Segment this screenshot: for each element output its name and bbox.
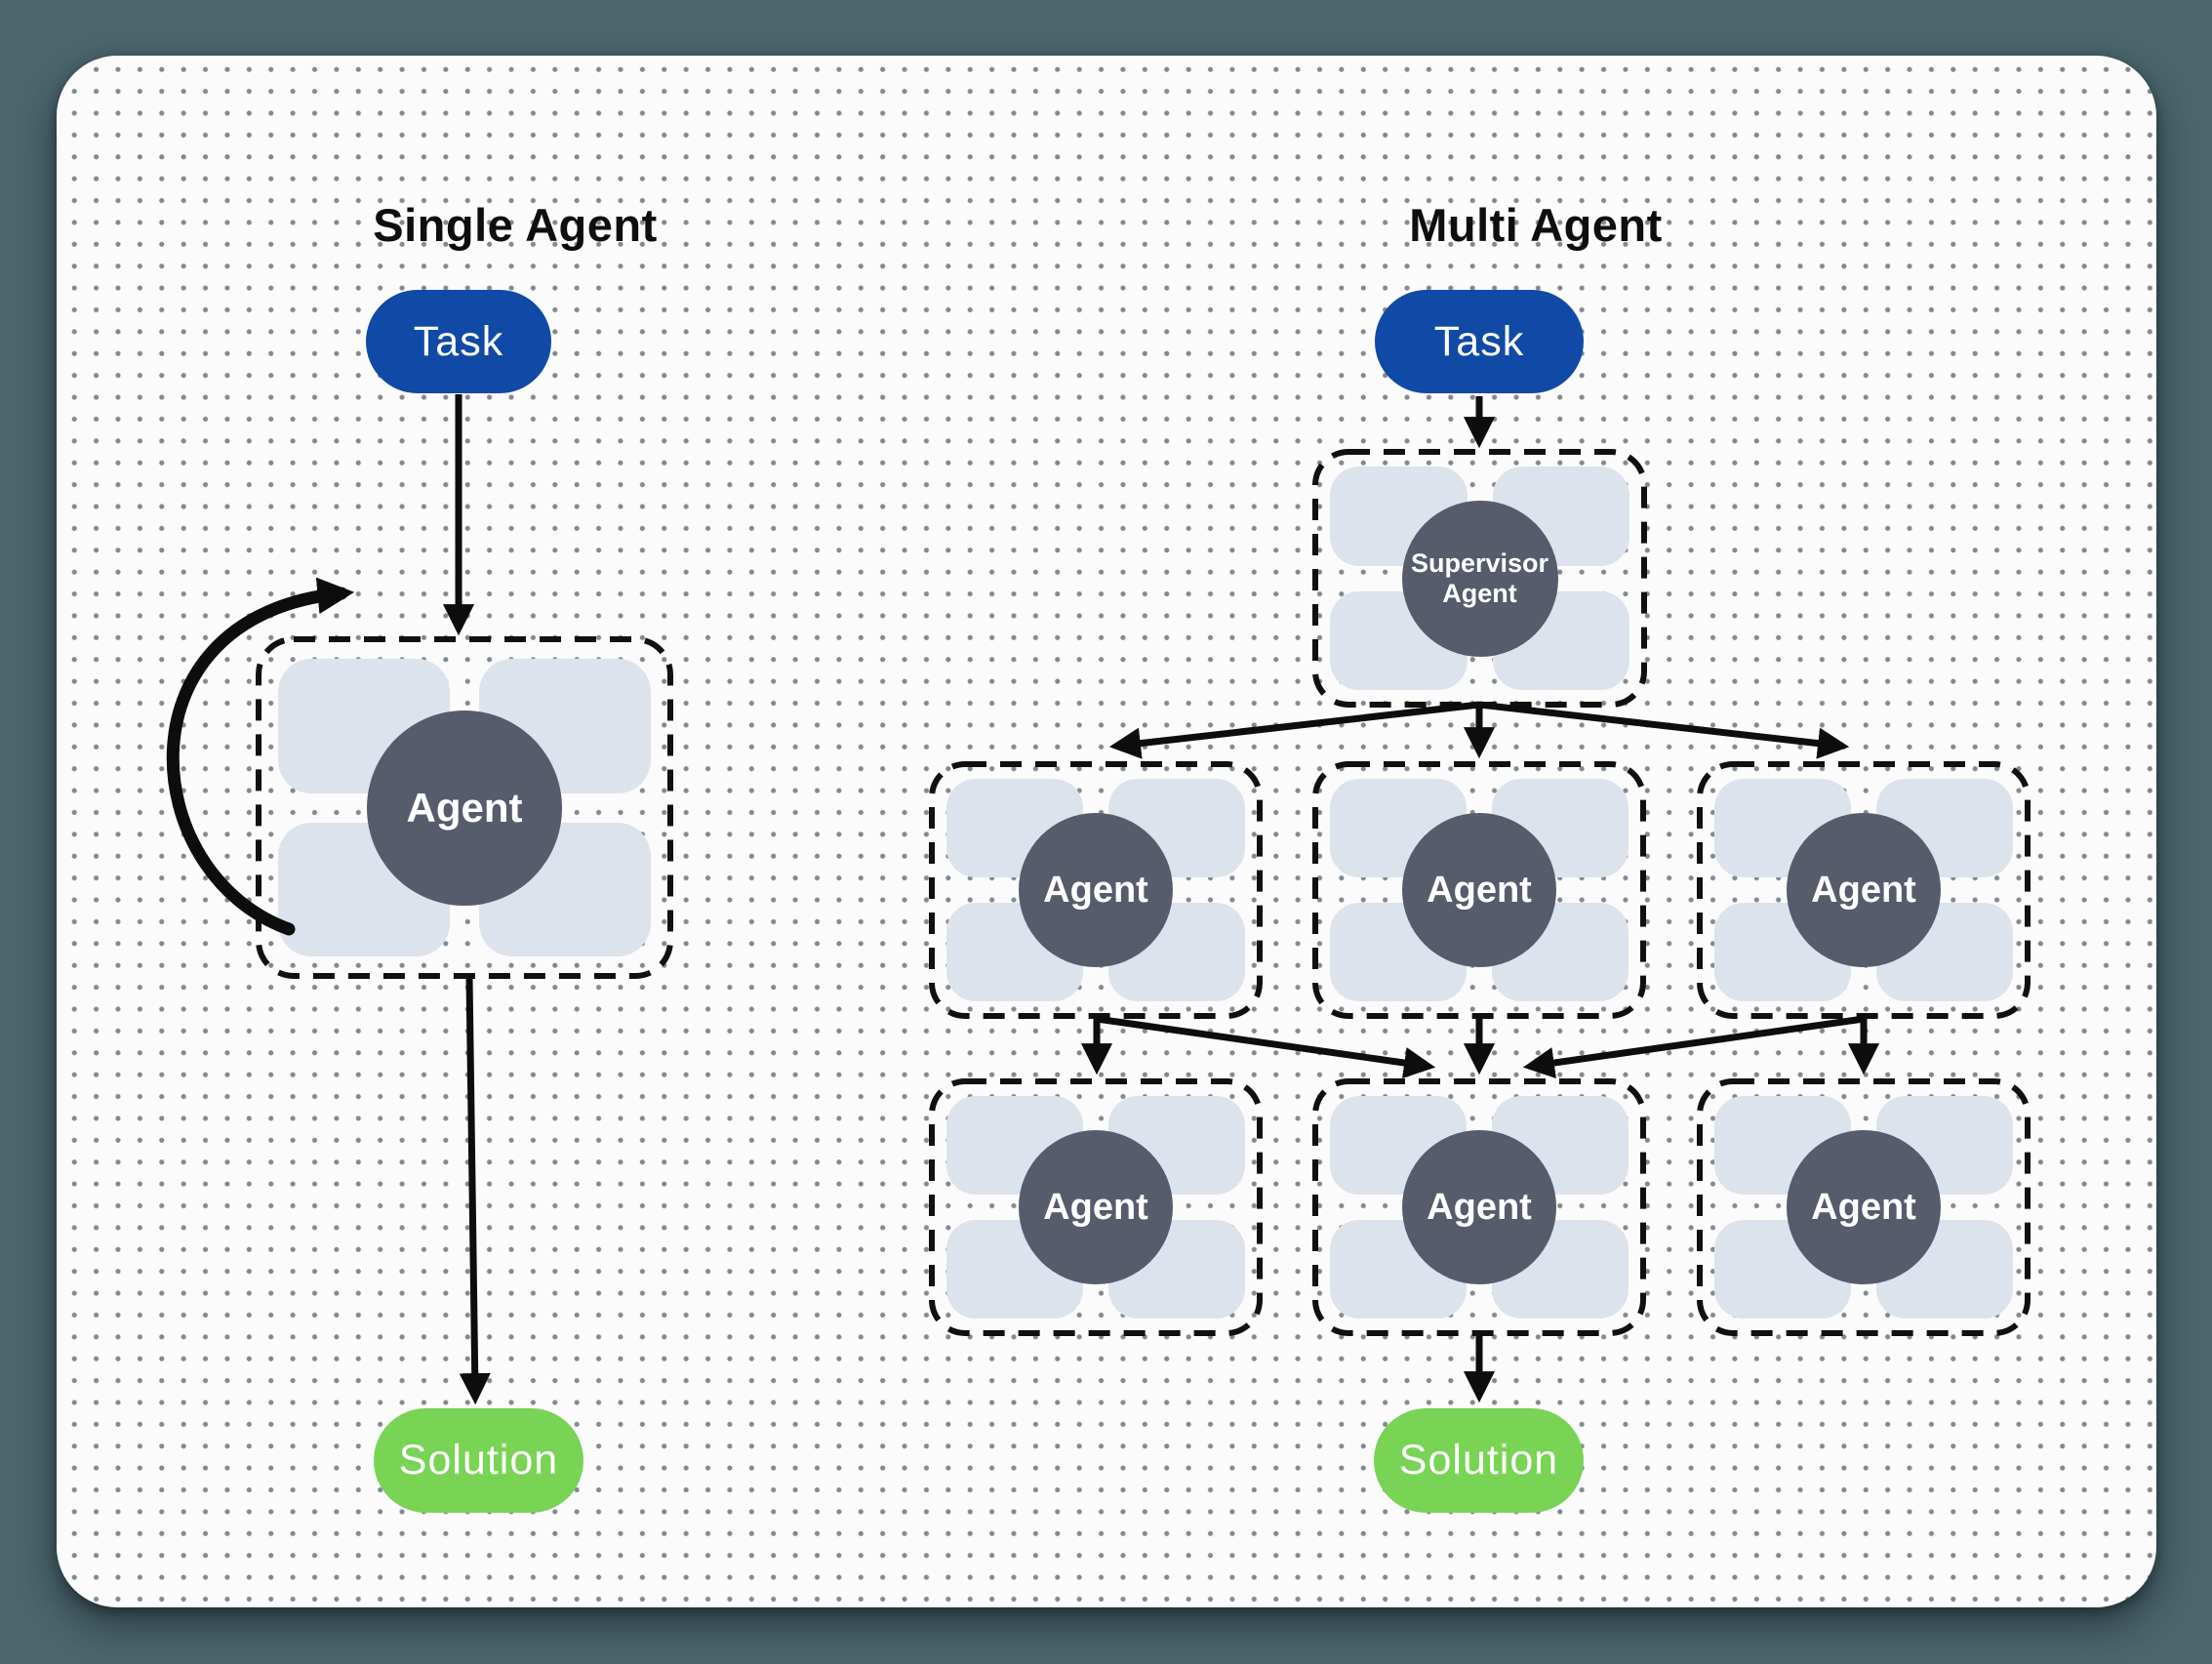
agent-node-circle: Agent [367,710,562,906]
agent-node-circle: Agent [1019,813,1173,967]
agent-label: Agent [1427,869,1532,911]
solution-pill-single: Solution [374,1408,583,1513]
task-pill-single: Task [366,290,551,393]
agent-node-circle: Agent [1019,1130,1173,1284]
agent-box-row1-middle: Agent [1315,764,1643,1016]
solution-label-single: Solution [398,1437,559,1483]
agent-node-circle: Agent [1787,813,1941,967]
solution-label-multi: Solution [1398,1437,1559,1483]
agent-box-row2-right: Agent [1700,1081,2028,1333]
single-agent-title: Single Agent [373,199,658,251]
diagram-canvas: Single Agent Multi Agent Task Agent Solu… [57,56,2156,1607]
agent-label: Agent [1811,869,1916,911]
task-pill-multi: Task [1375,290,1584,393]
multi-agent-title: Multi Agent [1409,199,1663,251]
task-label-multi: Task [1433,317,1525,365]
agent-box-row1-right: Agent [1700,764,2028,1016]
agent-node-circle: Agent [1402,813,1556,967]
supervisor-label: Supervisor Agent [1410,548,1549,608]
supervisor-node-circle: Supervisor Agent [1401,500,1558,657]
agent-label: Agent [1427,1186,1532,1228]
agent-node-circle: Agent [1402,1130,1556,1284]
agent-label: Agent [1043,1186,1148,1228]
agent-box-single: Agent [259,639,670,976]
agent-label: Agent [1811,1186,1916,1228]
task-label-single: Task [413,317,504,365]
agent-box-row2-left: Agent [932,1081,1260,1333]
agent-node-circle: Agent [1787,1130,1941,1284]
agent-label-single: Agent [406,784,523,831]
supervisor-agent-box: Supervisor Agent [1315,452,1644,705]
agent-box-row2-middle: Agent [1315,1081,1643,1333]
agent-box-row1-left: Agent [932,764,1260,1016]
agent-label: Agent [1043,869,1148,911]
solution-pill-multi: Solution [1374,1408,1584,1513]
